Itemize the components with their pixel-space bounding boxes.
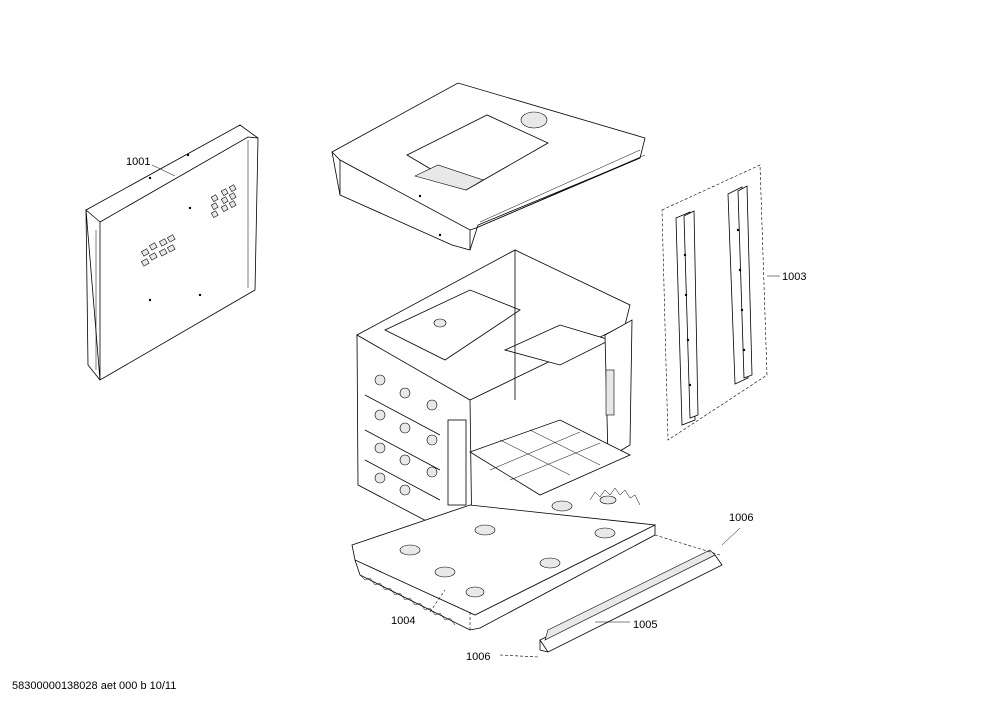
drawing-id-footer: 58300000138028 aet 000 b 10/11 [12,680,177,692]
panel-vent-slots [140,184,237,267]
callout-1006-top: 1006 [729,512,753,524]
oven-cavity-frame [356,249,633,546]
tray-bosses [399,495,617,598]
part-1005-front-rail [539,549,723,653]
part-1004-bottom-tray [351,487,657,631]
callout-1004: 1004 [391,615,415,627]
part-1001-rear-panel [85,124,259,381]
callout-1003: 1003 [782,271,806,283]
callout-1001: 1001 [126,156,150,168]
side-wall-bosses [374,374,438,496]
leader-lines [151,164,780,658]
top-cover [331,82,646,251]
callout-1005: 1005 [633,619,657,631]
part-1003-side-rails [661,164,768,441]
callout-1006-bottom: 1006 [466,651,490,663]
